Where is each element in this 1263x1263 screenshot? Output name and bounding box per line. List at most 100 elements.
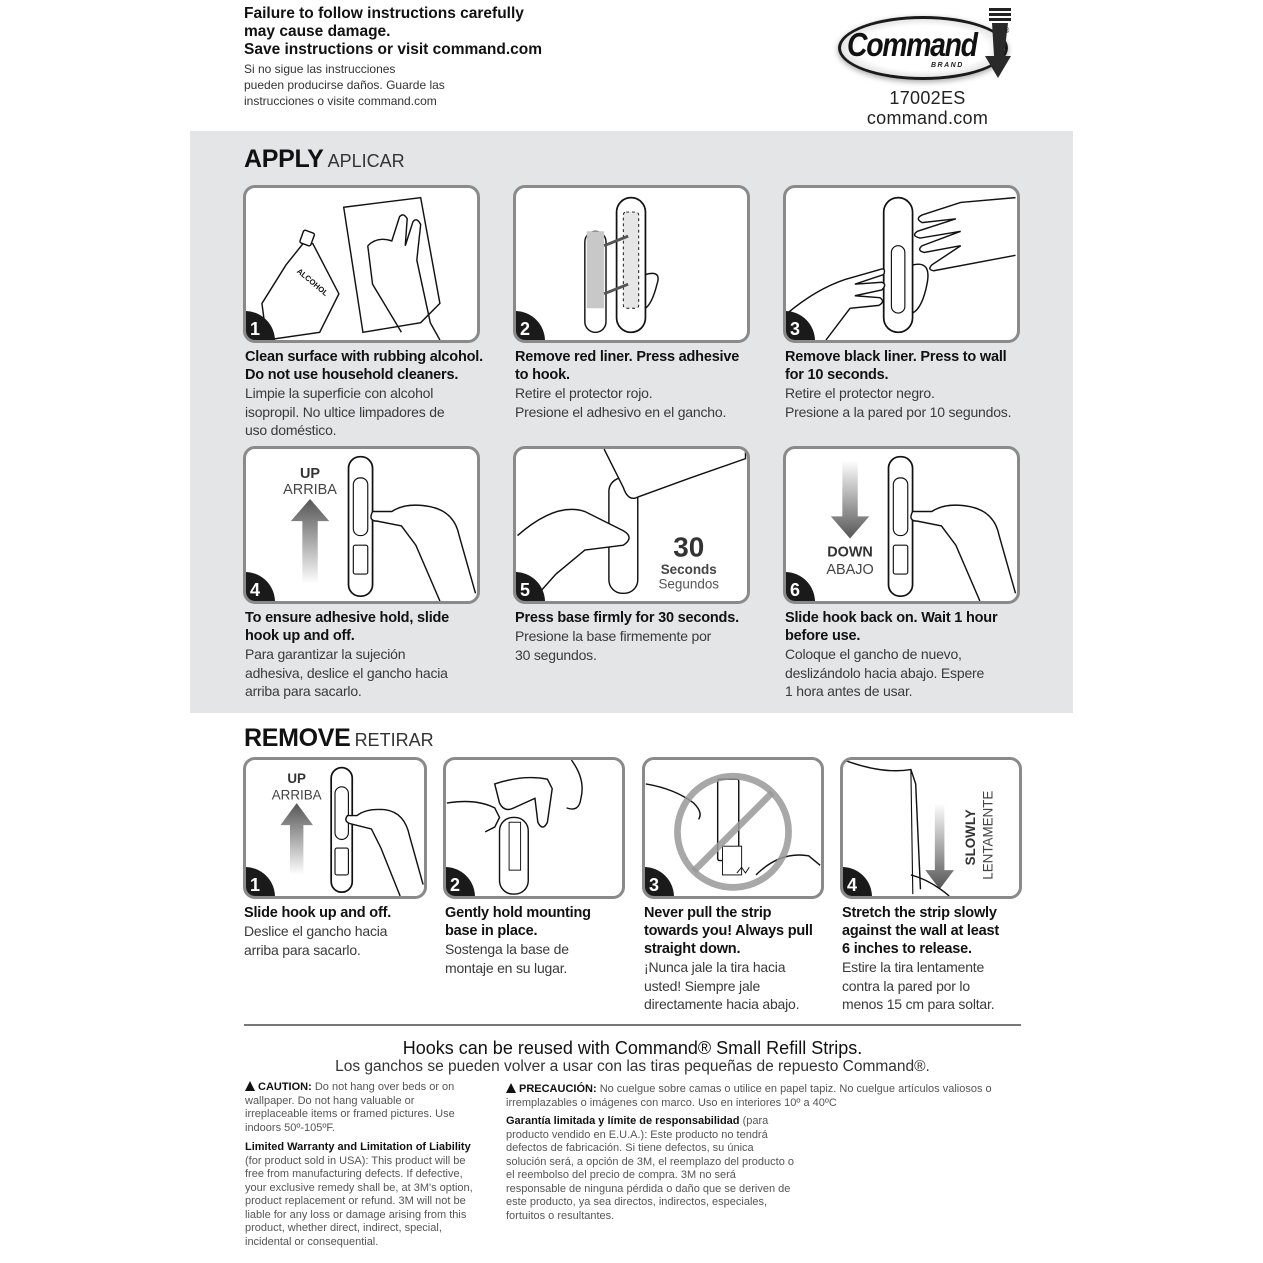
logo-oval xyxy=(838,16,1008,80)
registered-mark: ® xyxy=(1003,26,1011,35)
step-es: Retire el protector rojo. xyxy=(515,385,653,401)
warning-triangle-icon xyxy=(245,1081,255,1091)
remove-step-1-illustration: UP ARRIBA 1 xyxy=(243,757,427,899)
step-es: contra la pared por lo xyxy=(842,977,970,994)
step-en: To ensure adhesive hold, slide xyxy=(245,610,450,626)
warning-triangle-icon xyxy=(506,1083,516,1093)
apply-step-4-text: To ensure adhesive hold, slide hook up a… xyxy=(245,609,485,701)
svg-text:ABAJO: ABAJO xyxy=(826,562,873,578)
step-en: Slide hook back on. Wait 1 hour xyxy=(785,610,998,626)
step-en: hook up and off. xyxy=(245,628,355,644)
step-en: Gently hold mounting xyxy=(445,905,591,921)
warning-english: Failure to follow instructions carefully… xyxy=(244,5,542,59)
command-logo: Command BRAND ® xyxy=(835,6,1020,86)
alcohol-bottle-cloth-icon: ALCOHOL xyxy=(261,196,441,340)
step-en: Remove red liner. Press adhesive xyxy=(515,349,740,365)
warranty-en: Limited Warranty and Limitation of Liabi… xyxy=(245,1141,477,1249)
step-es: Deslice el gancho hacia xyxy=(244,923,388,939)
reuse-note-en: Hooks can be reused with Command® Small … xyxy=(402,1038,863,1058)
caution-en-text: Do not hang over beds or on wallpaper. D… xyxy=(245,1081,455,1134)
step-en: Slide hook up and off. xyxy=(244,905,392,921)
remove-step-2-illustration: 2 xyxy=(443,757,625,899)
stretch-strip-down-icon: SLOWLY LENTAMENTE xyxy=(843,760,995,896)
apply-step-1-text: Clean surface with rubbing alcohol. Do n… xyxy=(245,348,485,440)
product-sku: 17002ES xyxy=(889,88,966,108)
apply-step-2-text: Remove red liner. Press adhesive to hook… xyxy=(515,348,755,421)
step-en: Stretch the strip slowly xyxy=(842,905,997,921)
step-es: montaje en su lugar. xyxy=(445,959,568,976)
apply-title-en: APPLY xyxy=(244,145,324,173)
apply-step-4-illustration: UP ARRIBA 4 xyxy=(243,446,480,604)
warranty-es-label: Garantía limitada y límite de responsabi… xyxy=(506,1115,740,1127)
remove-step-3-text: Never pull the strip towards you! Always… xyxy=(644,904,834,1014)
product-code-block: 17002ES command.com xyxy=(840,88,1015,128)
warranty-en-label: Limited Warranty and Limitation of Liabi… xyxy=(245,1141,471,1153)
remove-title-es: RETIRAR xyxy=(354,730,434,750)
step-en: Press base firmly for 30 seconds. xyxy=(515,610,739,626)
step-es: Limpie la superficie con alcohol xyxy=(245,385,434,401)
apply-title-es: APLICAR xyxy=(327,151,405,171)
step-en: Clean surface with rubbing alcohol. xyxy=(245,349,483,365)
step-es: arriba para sacarlo. xyxy=(244,941,361,958)
step-en: Remove black liner. Press to wall xyxy=(785,349,1007,365)
slide-hook-down-icon: DOWN ABAJO xyxy=(826,455,1017,601)
warning-spanish: Si no sigue las instrucciones pueden pro… xyxy=(244,61,445,109)
apply-step-5-illustration: 30 Seconds Segundos 5 xyxy=(513,446,750,604)
step-es: arriba para sacarlo. xyxy=(245,683,362,699)
remove-step-1-text: Slide hook up and off. Deslice el gancho… xyxy=(244,904,434,959)
svg-text:SLOWLY: SLOWLY xyxy=(963,809,978,865)
warning-es-line: pueden producirse daños. Guarde las xyxy=(244,78,445,92)
step-es: Presione la base firmemente por xyxy=(515,628,712,644)
step-en: against the wall at least xyxy=(842,923,999,939)
step-es: 30 segundos. xyxy=(515,646,597,663)
warranty-es: Garantía limitada y límite de responsabi… xyxy=(506,1115,796,1223)
step-en: base in place. xyxy=(445,923,538,939)
step-es: deslizándolo hacia abajo. Espere xyxy=(785,664,985,681)
warning-en-line: Failure to follow instructions carefully xyxy=(244,5,524,22)
apply-step-3-illustration: 3 xyxy=(783,185,1020,343)
step-en: towards you! Always pull xyxy=(644,923,813,939)
reuse-note-es: Los ganchos se pueden volver a usar con … xyxy=(335,1058,930,1075)
svg-text:Segundos: Segundos xyxy=(658,576,719,591)
website-link[interactable]: command.com xyxy=(866,108,989,128)
warning-en-line: may cause damage. xyxy=(244,23,391,40)
warning-en-line: Save instructions or visit command.com xyxy=(244,41,543,58)
warning-es-line: Si no sigue las instrucciones xyxy=(244,62,396,76)
step-es: menos 15 cm para soltar. xyxy=(842,996,995,1012)
step-en: straight down. xyxy=(644,941,741,957)
caution-es-label: PRECAUCIÓN: xyxy=(519,1083,597,1095)
remove-step-2-text: Gently hold mounting base in place. Sost… xyxy=(445,904,635,977)
step-es: ¡Nunca jale la tira hacia xyxy=(644,959,786,975)
svg-text:Seconds: Seconds xyxy=(661,562,717,577)
step-es: Para garantizar la sujeción xyxy=(245,646,406,662)
warning-es-line: instrucciones o visite command.com xyxy=(244,94,437,108)
svg-text:UP: UP xyxy=(300,466,320,482)
svg-text:DOWN: DOWN xyxy=(827,545,873,561)
do-not-pull-outward-icon xyxy=(645,772,821,891)
logo-arrow-icon xyxy=(985,8,1011,78)
logo-text: Command xyxy=(847,26,978,63)
step-en: 6 inches to release. xyxy=(842,941,972,957)
caution-es-text: No cuelgue sobre camas o utilice en pape… xyxy=(506,1083,992,1109)
step-en: Never pull the strip xyxy=(644,905,772,921)
step-es: Coloque el gancho de nuevo, xyxy=(785,646,962,662)
step-en: to hook. xyxy=(515,367,570,383)
step-en: for 10 seconds. xyxy=(785,367,889,383)
step-es: Presione a la pared por 10 segundos. xyxy=(785,403,1012,420)
apply-step-2-illustration: 2 xyxy=(513,185,750,343)
apply-step-6-text: Slide hook back on. Wait 1 hour before u… xyxy=(785,609,1035,701)
svg-text:ARRIBA: ARRIBA xyxy=(272,787,322,802)
logo-brand: BRAND xyxy=(931,62,964,69)
svg-text:UP: UP xyxy=(287,771,306,786)
step-es: Estire la tira lentamente xyxy=(842,959,985,975)
apply-step-3-text: Remove black liner. Press to wall for 10… xyxy=(785,348,1035,421)
hold-base-icon xyxy=(446,760,583,895)
step-es: Sostenga la base de xyxy=(445,941,569,957)
apply-step-6-illustration: DOWN ABAJO 6 xyxy=(783,446,1020,604)
remove-step-3-illustration: 3 xyxy=(642,757,824,899)
step-es: directamente hacia abajo. xyxy=(644,996,800,1012)
step-es: usted! Siempre jale xyxy=(644,977,761,994)
step-es: Presione el adhesivo en el gancho. xyxy=(515,403,727,420)
remove-step-4-illustration: SLOWLY LENTAMENTE 4 xyxy=(840,757,1022,899)
